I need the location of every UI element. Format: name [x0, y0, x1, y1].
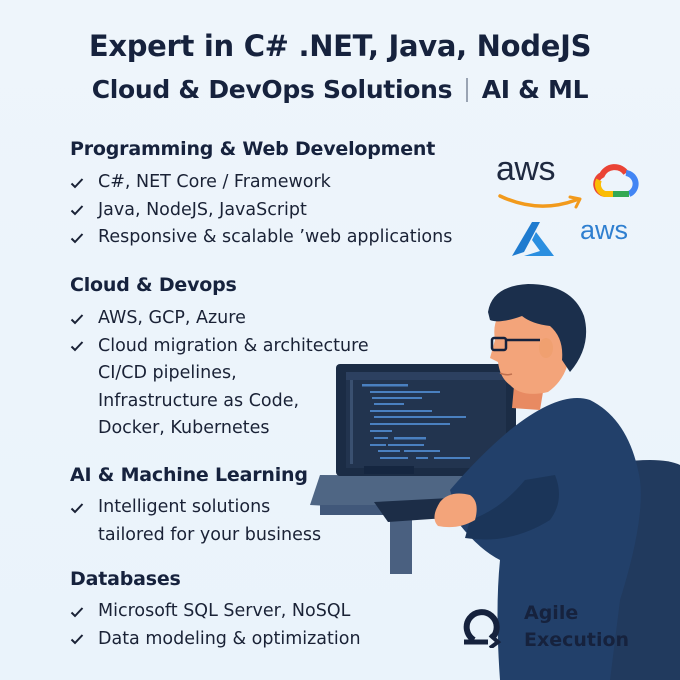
list-item: Responsive & scalable ’web applications — [70, 224, 452, 252]
list-item: C#, NET Core / Framework — [70, 169, 452, 197]
item-text: C#, NET Core / Framework — [98, 172, 331, 192]
title-line-1: Expert in C# .NET, Java, NodeJS — [88, 29, 592, 63]
section-cloud-devops: Cloud & Devops AWS, GCP, Azure Cloud mig… — [70, 272, 369, 443]
section-heading: AI & Machine Learning — [70, 464, 308, 486]
aws-smile-icon — [498, 194, 582, 209]
check-icon — [70, 197, 90, 224]
section-databases: Databases Microsoft SQL Server, NoSQL Da… — [70, 566, 361, 653]
title-line-2: Cloud & DevOps Solutions AI & ML — [0, 72, 680, 108]
developer-illustration — [310, 284, 680, 680]
aws-logo: aws — [496, 150, 555, 188]
item-text: Intelligent solutions — [98, 497, 271, 517]
aws-text-logo: aws — [580, 215, 629, 245]
subtitle-left: Cloud & DevOps Solutions — [91, 75, 453, 104]
list-item: Intelligent solutions — [70, 494, 321, 522]
azure-icon — [512, 222, 554, 256]
header: Expert in C# .NET, Java, NodeJS Cloud & … — [0, 26, 680, 108]
list-item-continuation: Docker, Kubernetes — [98, 418, 270, 438]
subtitle-right: AI & ML — [481, 75, 589, 104]
google-cloud-icon — [593, 164, 639, 197]
agile-label: Agile Execution — [524, 600, 629, 654]
item-text: Microsoft SQL Server, NoSQL — [98, 601, 351, 621]
divider — [466, 78, 468, 102]
check-icon — [70, 224, 90, 251]
list-item-continuation: Infrastructure as Code, — [98, 390, 300, 411]
check-icon — [70, 598, 90, 625]
check-icon — [70, 305, 90, 332]
list-item: Java, NodeJS, JavaScript — [70, 197, 452, 225]
item-text: Cloud migration & architecture — [98, 335, 369, 356]
item-text: Responsive & scalable ’web applications — [98, 227, 453, 247]
check-icon — [70, 494, 90, 521]
list-item-continuation: CI/CD pipelines, — [98, 363, 237, 383]
list-item: AWS, GCP, Azure — [70, 305, 369, 333]
person-hand — [434, 493, 477, 528]
list-item: Data modeling & optimization — [70, 626, 361, 654]
list-item: Cloud migration & architecture — [70, 333, 369, 361]
section-heading: Programming & Web Development — [70, 138, 436, 160]
list-item-continuation: tailored for your business — [98, 524, 322, 545]
list-item: Microsoft SQL Server, NoSQL — [70, 598, 361, 626]
agile-execution-badge: Agile Execution — [462, 600, 629, 654]
monitor — [336, 364, 516, 476]
person-hair — [488, 284, 587, 372]
section-heading: Databases — [70, 568, 181, 590]
agile-line-2: Execution — [524, 629, 630, 651]
person-torso — [450, 398, 641, 680]
glasses-icon — [490, 336, 540, 352]
cloud-logos: aws aws — [490, 150, 660, 270]
item-text: Java, NodeJS, JavaScript — [98, 199, 307, 220]
section-ai-ml: AI & Machine Learning Intelligent soluti… — [70, 462, 321, 549]
item-text: AWS, GCP, Azure — [98, 308, 246, 328]
agile-cycle-icon — [463, 609, 502, 648]
item-text: Data modeling & optimization — [98, 628, 361, 649]
section-programming: Programming & Web Development C#, NET Co… — [70, 136, 452, 252]
person-arm — [465, 475, 559, 540]
check-icon — [70, 169, 90, 196]
agile-line-1: Agile — [524, 602, 579, 624]
check-icon — [70, 626, 90, 653]
section-heading: Cloud & Devops — [70, 274, 237, 296]
check-icon — [70, 333, 90, 360]
